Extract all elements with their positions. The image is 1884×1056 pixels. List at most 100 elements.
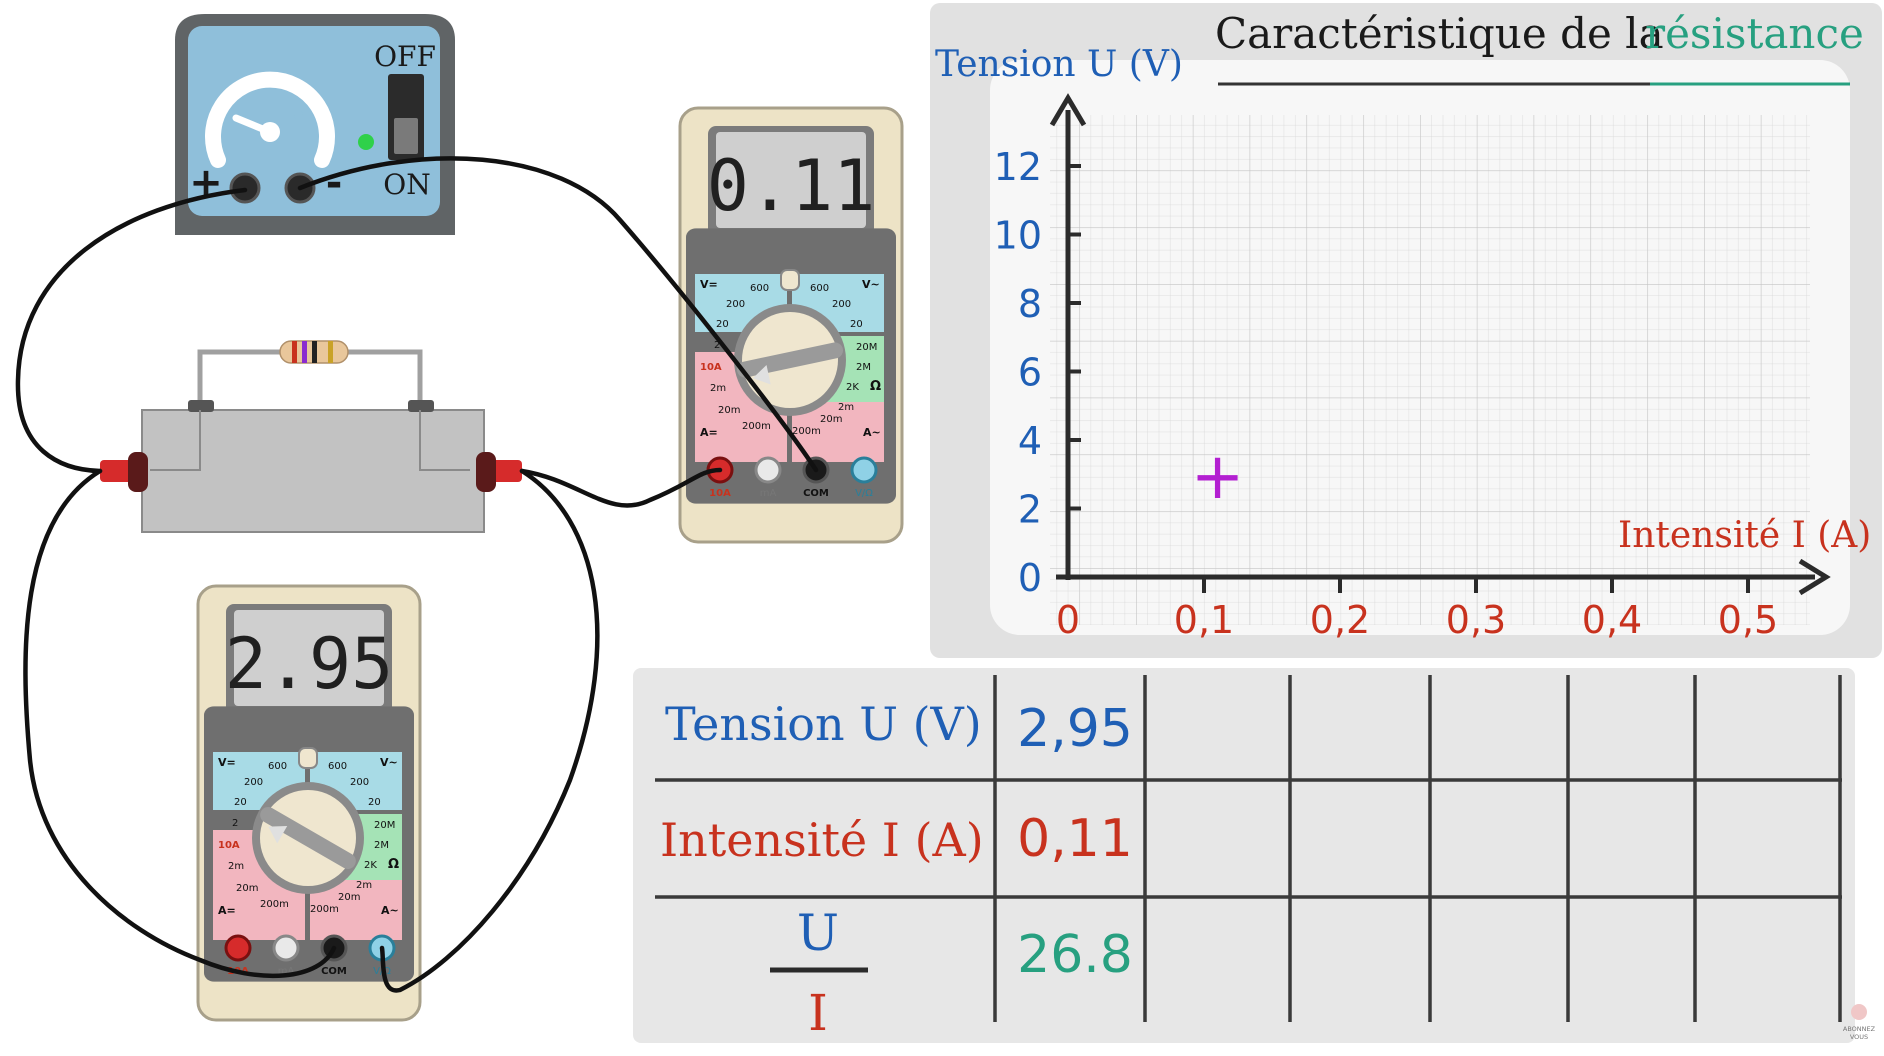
ammeter-scale-20: 20 [716, 319, 729, 330]
power-led [358, 134, 374, 150]
y-tick-label: 4 [1018, 419, 1042, 463]
ammeter: 0.11 V= V~ A= A~ Ω 600 200 20 2 10A 2m 2… [678, 106, 904, 544]
voltmeter-scale-r20m: 20M [374, 820, 395, 831]
measurement-table: Tension U (V) Intensité I (A) U I 2,95 0… [633, 668, 1855, 1043]
ammeter-scale-200m: 200m [742, 421, 771, 432]
ammeter-scale-20m: 20m [718, 405, 740, 416]
ammeter-vohm-jack[interactable] [850, 456, 878, 484]
ammeter-scale-2m: 2m [710, 383, 726, 394]
ammeter-reading: 0.11 [707, 145, 876, 227]
x-tick-label: 0,5 [1718, 598, 1778, 642]
y-tick-label: 12 [994, 145, 1042, 189]
voltmeter-label-ohm: Ω [388, 857, 399, 872]
voltmeter-scale-200m: 200m [260, 899, 289, 910]
table-ratio-denominator: I [808, 984, 828, 1042]
table-i-value: 0,11 [1017, 809, 1133, 869]
x-tick-label: 0,2 [1310, 598, 1370, 642]
data-point-marker: + [1191, 440, 1245, 514]
x-axis-label: Intensité I (A) [1618, 515, 1871, 556]
voltmeter-scale-20m: 20m [236, 883, 258, 894]
graph-grid [1050, 115, 1810, 625]
wire-board-to-voltmeter-com [23, 468, 337, 978]
voltmeter-scale-r20m-a: 20m [338, 892, 360, 903]
table-ratio-value: 26.8 [1017, 925, 1133, 985]
voltmeter-scale-r200m: 200m [310, 904, 339, 915]
voltmeter-scale-r200: 200 [350, 777, 369, 788]
voltmeter-terminal-ma: mA [278, 966, 295, 977]
left-banana-plug[interactable] [100, 452, 148, 492]
table-row-current-label: Intensité I (A) [660, 813, 984, 867]
ammeter-ma-jack[interactable] [754, 456, 782, 484]
voltmeter-scale-200: 200 [244, 777, 263, 788]
y-tick-label: 10 [994, 214, 1042, 258]
off-label: OFF [374, 40, 436, 73]
ammeter-scale-r2m-a: 2m [838, 402, 854, 413]
minus-label: - [326, 160, 343, 206]
wire-plus-to-board [15, 187, 248, 474]
gauge-icon [205, 71, 335, 168]
graph-title: Caractéristique de la [1215, 9, 1664, 58]
ammeter-scale-r600: 600 [810, 283, 829, 294]
y-tick-label: 6 [1018, 351, 1042, 395]
x-tick-label: 0,4 [1582, 598, 1642, 642]
y-axis-arrow [1049, 93, 1087, 127]
voltmeter-scale-r2m: 2M [374, 840, 389, 851]
watermark-line-1: ABONNEZ [1843, 1025, 1876, 1033]
ammeter-scale-r200: 200 [832, 299, 851, 310]
voltmeter-scale-r2m-a: 2m [356, 880, 372, 891]
x-axis-ticks: 0 0,1 0,2 0,3 0,4 0,5 [1056, 577, 1778, 642]
ammeter-scale-r200m: 200m [792, 426, 821, 437]
voltmeter-scale-600: 600 [268, 761, 287, 772]
y-axis-label: Tension U (V) [935, 44, 1183, 85]
voltmeter-10a-jack[interactable] [224, 934, 252, 962]
table-ratio-numerator: U [797, 904, 839, 962]
x-tick-label: 0,1 [1174, 598, 1234, 642]
y-tick-label: 0 [1018, 556, 1042, 600]
ammeter-selector-knob[interactable] [734, 269, 846, 416]
voltmeter-scale-r2k: 2K [364, 860, 377, 871]
voltmeter-ma-jack[interactable] [272, 934, 300, 962]
right-banana-plug[interactable] [476, 452, 522, 492]
x-tick-label: 0,3 [1446, 598, 1506, 642]
ammeter-scale-r20m-a: 20m [820, 414, 842, 425]
resistor-board [100, 340, 522, 533]
ammeter-scale-r20m: 20M [856, 342, 877, 353]
voltmeter-terminal-com: COM [321, 966, 347, 977]
voltmeter-label-vdc: V= [218, 756, 236, 769]
graph-panel: Caractéristique de la résistance Tension… [930, 3, 1882, 658]
table-u-value: 2,95 [1017, 699, 1133, 759]
wire-board-to-voltmeter-vohm [379, 468, 600, 993]
ammeter-label-vac: V~ [862, 278, 880, 291]
power-switch-knob[interactable] [394, 118, 418, 154]
y-tick-label: 8 [1018, 282, 1042, 326]
y-tick-label: 2 [1018, 488, 1042, 532]
x-axis-arrow [1798, 558, 1831, 596]
ammeter-scale-r2k: 2K [846, 382, 859, 393]
voltmeter-label-vac: V~ [380, 756, 398, 769]
ammeter-label-adc: A= [700, 426, 718, 439]
ammeter-display [716, 132, 866, 228]
voltmeter-scale-r600: 600 [328, 761, 347, 772]
voltmeter-label-adc: A= [218, 904, 236, 917]
wire-board-to-ammeter-10a [519, 467, 723, 508]
ammeter-terminal-ma: mA [760, 488, 777, 499]
power-supply: OFF ON + - [175, 14, 455, 235]
wire-minus-to-ammeter-com [297, 156, 819, 473]
data-points: + [1191, 440, 1245, 514]
voltmeter-label-aac: A~ [381, 904, 399, 917]
ammeter-scale-10a: 10A [700, 362, 722, 373]
ammeter-scale-r2m: 2M [856, 362, 871, 373]
ammeter-scale-r20: 20 [850, 319, 863, 330]
voltmeter: 2.95 V= V~ A= A~ Ω 600 200 20 2 10A 2m 2… [196, 584, 422, 1022]
subscribe-watermark[interactable]: ABONNEZ VOUS [1843, 1004, 1876, 1041]
ammeter-terminal-10a: 10A [709, 488, 731, 499]
x-tick-label: 0 [1056, 598, 1080, 642]
ammeter-scale-600: 600 [750, 283, 769, 294]
voltmeter-scale-2: 2 [232, 818, 238, 829]
voltmeter-scale-r20: 20 [368, 797, 381, 808]
voltmeter-reading: 2.95 [225, 623, 394, 705]
voltmeter-selector-knob[interactable] [252, 747, 364, 894]
ammeter-label-vdc: V= [700, 278, 718, 291]
on-label: ON [383, 168, 430, 201]
